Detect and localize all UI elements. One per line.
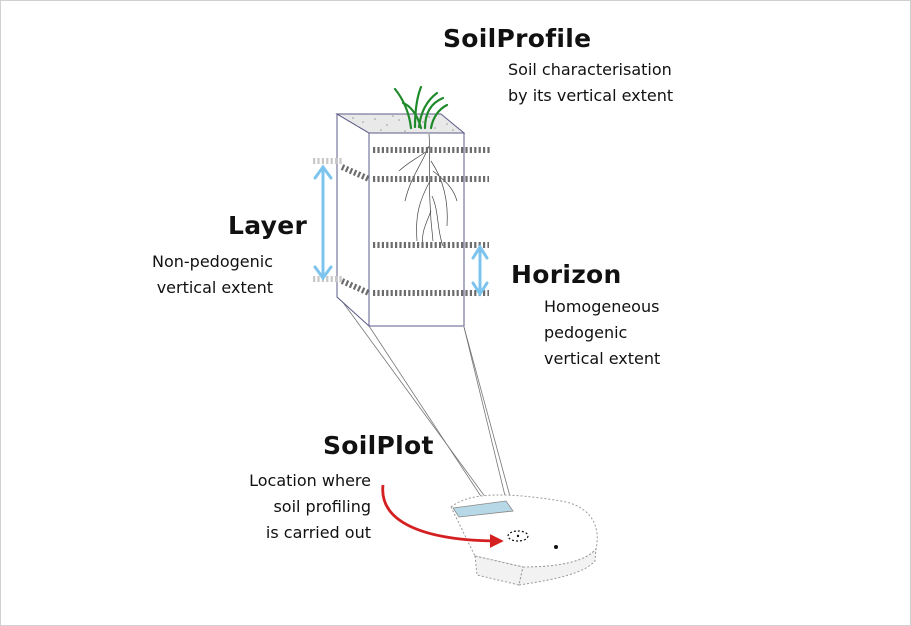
soilplot-desc-line: is carried out [265, 523, 371, 542]
grass-tuft [393, 85, 449, 130]
soilprofile-desc-line: by its vertical extent [508, 86, 674, 105]
soil-plot-map [450, 494, 598, 586]
horizon-desc-line: pedogenic [544, 323, 628, 342]
layer-extent-arrow [313, 164, 333, 281]
soilplot-title: SoilPlot [323, 431, 434, 460]
soilprofile-title: SoilProfile [443, 24, 592, 53]
horizon-description: Homogeneous pedogenic vertical extent [544, 294, 660, 372]
layer-description: Non-pedogenic vertical extent [135, 249, 273, 301]
horizon-desc-line: Homogeneous [544, 297, 660, 316]
soilplot-desc-line: Location where [249, 471, 371, 490]
horizon-title: Horizon [511, 260, 622, 289]
horizon-extent-arrow [471, 244, 489, 297]
layer-desc-line: vertical extent [156, 278, 273, 297]
soilplot-description: Location where soil profiling is carried… [227, 468, 371, 546]
soilprofile-desc-line: Soil characterisation [508, 60, 672, 79]
soilplot-pointer-arrow [381, 484, 504, 548]
horizon-boundaries [340, 147, 491, 296]
layer-desc-line: Non-pedogenic [152, 252, 273, 271]
horizon-desc-line: vertical extent [544, 349, 661, 368]
layer-title: Layer [228, 211, 308, 240]
soilplot-desc-line: soil profiling [273, 497, 371, 516]
soilprofile-description: Soil characterisation by its vertical ex… [508, 57, 673, 109]
plant-roots [398, 133, 458, 248]
layer-boundaries [313, 158, 342, 282]
